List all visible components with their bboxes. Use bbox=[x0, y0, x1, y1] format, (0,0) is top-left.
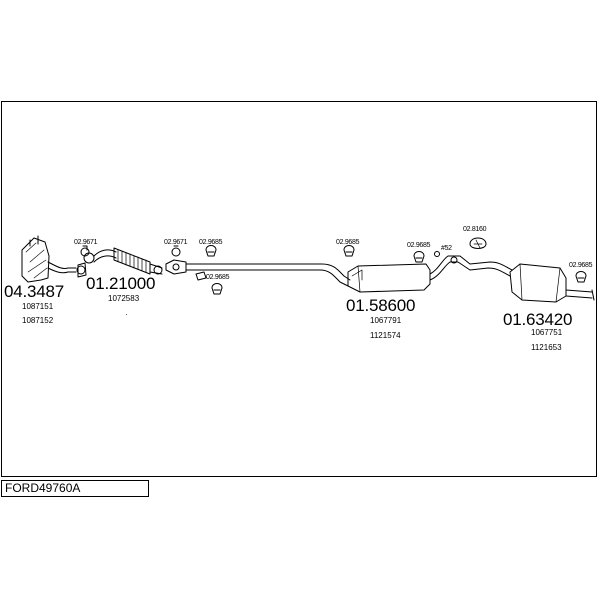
part-number-middle-silencer: 01.58600 bbox=[346, 296, 416, 315]
part-number-cat: 04.3487 bbox=[4, 282, 65, 301]
catalytic-converter bbox=[21, 235, 77, 283]
ref-cat-2: 1087152 bbox=[22, 316, 54, 325]
rear-silencer-drawing bbox=[509, 263, 595, 303]
part-number-front-pipe: 01.21000 bbox=[86, 274, 156, 293]
ref-rear-silencer-2: 1121653 bbox=[531, 343, 562, 352]
clamp-f8 bbox=[575, 271, 587, 283]
small-gasket-f9 bbox=[434, 251, 440, 257]
fitting-label-f2: 02.9671 bbox=[164, 239, 188, 246]
flange-center bbox=[165, 259, 187, 275]
rear-pipe bbox=[429, 255, 513, 281]
fitting-label-f3: 02.9685 bbox=[199, 239, 223, 246]
ref-front-pipe-1: 1072583 bbox=[108, 294, 140, 303]
diagram-frame bbox=[1, 101, 597, 477]
middle-pipe bbox=[185, 263, 351, 287]
ref-rear-silencer-1: 1067751 bbox=[531, 328, 563, 337]
fitting-label-f9: #52 bbox=[441, 245, 452, 252]
front-pipe-drawing bbox=[83, 247, 163, 275]
gasket bbox=[195, 271, 207, 281]
clamp-f6 bbox=[413, 251, 425, 263]
fitting-label-f4: 02.9685 bbox=[206, 274, 230, 281]
fitting-label-f5: 02.9685 bbox=[336, 239, 360, 246]
clamp-f4 bbox=[211, 283, 223, 295]
fitting-label-f1: 02.9671 bbox=[74, 239, 98, 246]
ref-cat-1: 1087151 bbox=[22, 302, 54, 311]
fitting-label-f8: 02.9685 bbox=[569, 262, 593, 269]
hanger-f2 bbox=[171, 245, 181, 257]
diagram-code: FORD49760A bbox=[1, 480, 149, 497]
part-number-rear-silencer: 01.63420 bbox=[503, 310, 573, 329]
hanger-f1 bbox=[80, 245, 90, 257]
fitting-label-f7: 02.8160 bbox=[463, 226, 487, 233]
clamp-f3 bbox=[205, 245, 217, 257]
clamp-f5 bbox=[343, 245, 355, 257]
fitting-label-f6: 02.9685 bbox=[407, 242, 431, 249]
ref-middle-silencer-2: 1121574 bbox=[370, 331, 401, 340]
middle-silencer-drawing bbox=[347, 263, 431, 293]
dot-mark: · bbox=[125, 310, 128, 319]
hanger-ring-f7 bbox=[469, 237, 487, 249]
ref-middle-silencer-1: 1067791 bbox=[370, 316, 402, 325]
flange-left bbox=[76, 262, 87, 278]
